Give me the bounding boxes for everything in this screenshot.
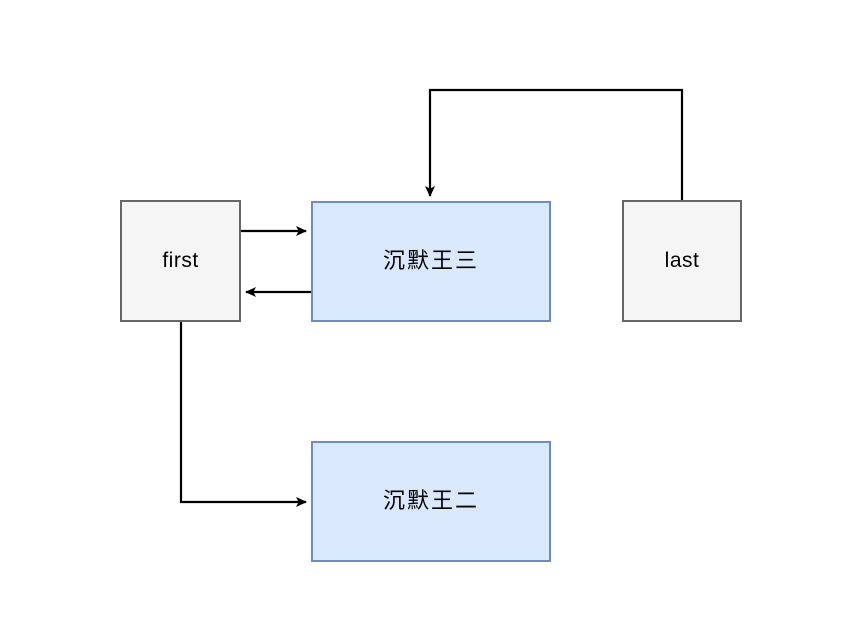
node-wang-er-label: 沉默王二 [382,488,479,514]
node-first-label: first [162,249,199,273]
node-last[interactable]: last [622,200,742,322]
node-wang-san-label: 沉默王三 [382,248,479,274]
edge-last-to-wang3[interactable] [425,88,684,200]
edge-first-to-wang2[interactable] [179,322,307,507]
node-last-label: last [664,249,700,273]
node-wang-san[interactable]: 沉默王三 [311,201,551,322]
node-wang-er[interactable]: 沉默王二 [311,441,551,562]
node-first[interactable]: first [120,200,241,322]
